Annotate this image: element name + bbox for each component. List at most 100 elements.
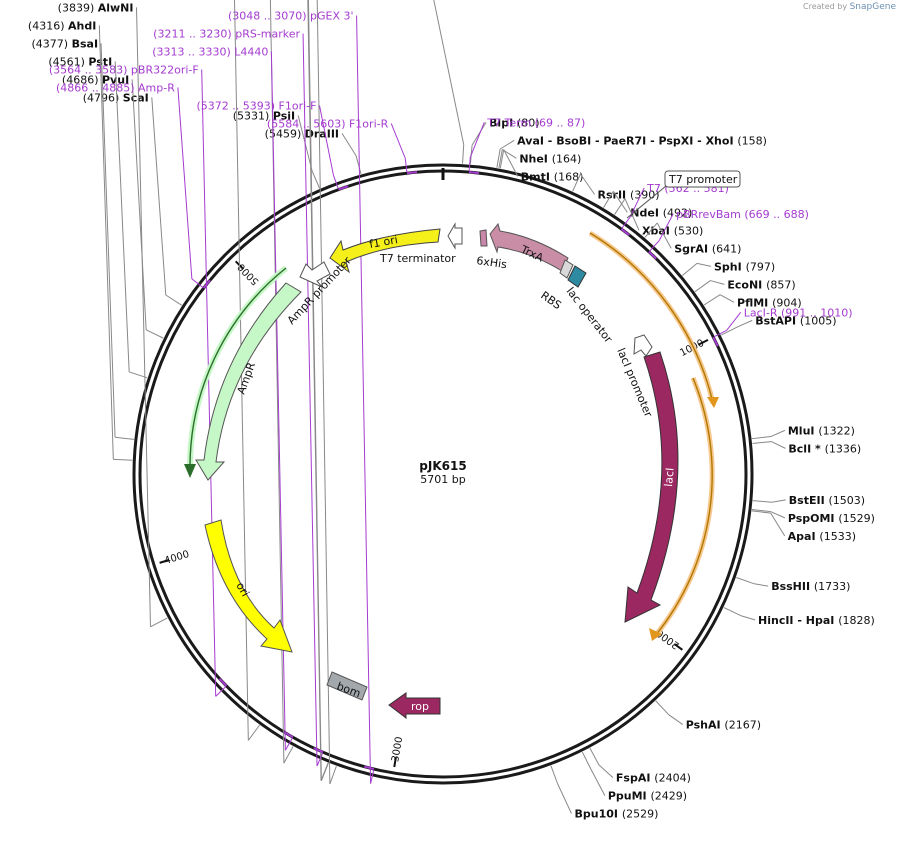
site-label-ppumi: PpuMI (2429) [608, 790, 687, 803]
site-rsrii[interactable]: RsrII (390) [572, 173, 660, 201]
site-label-econi: EcoNI (857) [727, 278, 795, 291]
tick-1000 [698, 338, 709, 346]
site-pvui[interactable]: (4686) PvuI [62, 73, 164, 339]
bom-box[interactable] [326, 671, 368, 701]
lac-operator-box[interactable] [567, 265, 587, 288]
laci-promoter-arrow[interactable] [633, 334, 653, 357]
site-bcli[interactable]: BclI * (1336) [752, 441, 861, 456]
site-apai[interactable]: ApaI (1533) [751, 510, 856, 543]
restriction-sites: BlpI (80)AvaI - BsoBI - PaeR7I - PspXI -… [28, 0, 875, 821]
bom-label: bom [335, 680, 362, 701]
site-label-avai: AvaI - BsoBI - PaeR7I - PspXI - XhoI (15… [517, 134, 767, 147]
lac-operator-label: lac operator [564, 285, 616, 346]
orange-arrowhead-1 [707, 397, 719, 408]
tick-3000 [393, 756, 397, 768]
site-pflfi[interactable]: (3168) PflFI - Tth111I [185, 0, 337, 785]
primer-prs[interactable]: (3211 .. 3230) pRS-marker [153, 27, 324, 767]
site-label-ndei: NdeI (492) [630, 206, 692, 219]
laci-r-orange-arc-inner [589, 232, 714, 404]
site-nhei[interactable]: NheI (164) [498, 148, 581, 169]
site-label-pshai: PshAI (2167) [686, 719, 761, 732]
ori-arrow[interactable] [204, 519, 293, 653]
rop-label: rop [411, 700, 429, 713]
site-bsshii[interactable]: BssHII (1733) [736, 577, 850, 593]
site-pspomi[interactable]: PspOMI (1529) [751, 508, 875, 525]
primer-label-amp-r: (4866 .. 4885) Amp-R [56, 81, 175, 94]
t7-terminator-arrow[interactable] [447, 222, 463, 250]
site-scai[interactable]: (4796) ScaI [83, 91, 183, 306]
site-label-apai: ApaI (1533) [788, 530, 856, 543]
t7-promoter-annotation[interactable]: T7 promoter [626, 170, 741, 219]
site-bsai[interactable]: (4377) BsaI [32, 37, 134, 440]
site-label-bstapi: BstAPI (1005) [755, 314, 836, 327]
primer-label-pgex3: (3048 .. 3070) pGEX 3' [228, 9, 354, 22]
primer-pbrrevbam[interactable]: pBRrevBam (669 .. 688) [648, 208, 809, 260]
laci-orange-arc-2-inner [654, 377, 713, 637]
laci-label: lacI [662, 467, 677, 487]
primer-label-f1ori-f: (5372 .. 5393) F1ori-F [196, 99, 316, 112]
site-blpi[interactable]: BlpI (80) [469, 116, 540, 165]
site-psii[interactable]: (5331) PsiI [233, 109, 321, 189]
snapgene-brand: SnapGene [849, 2, 896, 12]
site-label-mlui: MluI (1322) [788, 424, 855, 437]
rbs-box[interactable] [559, 259, 574, 279]
site-ppumi[interactable]: PpuMI (2429) [581, 751, 687, 803]
site-label-bmti: BmtI (168) [521, 170, 584, 183]
site-econi[interactable]: EcoNI (857) [694, 278, 796, 293]
site-label-scai: (4796) ScaI [83, 91, 149, 104]
site-hincii[interactable]: HincII - HpaI (1828) [723, 607, 875, 627]
primer-f1ori-f[interactable]: (5372 .. 5393) F1ori-F [196, 99, 349, 191]
f1-ori-arrow[interactable] [329, 228, 441, 274]
primer-pbr322ori[interactable]: (3564 .. 3583) pBR322ori-F [49, 63, 228, 697]
laci-arrow[interactable] [624, 351, 679, 623]
site-label-bsshii: BssHII (1733) [771, 580, 850, 593]
primer-t7term[interactable]: T7 Term (69 .. 87) [468, 116, 585, 175]
rop-arrow[interactable] [388, 692, 441, 720]
6xhis-box[interactable] [479, 229, 488, 247]
ori-label: ori [233, 580, 251, 599]
site-ahdi[interactable]: (4316) AhdI [28, 19, 133, 461]
ampr-arrow[interactable] [195, 282, 302, 481]
site-sphi[interactable]: SphI (797) [682, 260, 775, 276]
plasmid-name: pJK615 [419, 459, 466, 473]
primer-label-t7term: T7 Term (69 .. 87) [486, 116, 585, 129]
t7-promoter-label: T7 promoter [668, 173, 738, 186]
site-avai[interactable]: AvaI - BsoBI - PaeR7I - PspXI - XhoI (15… [496, 134, 767, 168]
primer-f1ori-r[interactable]: (5584 .. 5603) F1ori-R [267, 117, 418, 175]
site-bpu10i[interactable]: Bpu10I (2529) [550, 765, 658, 821]
rbs-label: RBS [538, 289, 563, 312]
site-alwni[interactable]: (3839) AlwNI [58, 1, 168, 628]
tick-label-4000: 4000 [163, 549, 191, 567]
ampr-promoter-arrow[interactable] [299, 261, 331, 288]
site-label-hincii: HincII - HpaI (1828) [758, 614, 875, 627]
site-label-fspai: FspAI (2404) [616, 772, 691, 785]
site-pflmi[interactable]: PflMI (904) [703, 294, 802, 310]
primer-laci-r[interactable]: LacI-R (991 .. 1010) [712, 306, 853, 347]
site-bmti[interactable]: BmtI (168) [499, 149, 584, 184]
site-draiii[interactable]: (5459) DraIII [265, 127, 362, 175]
primer-annotations: T7 Term (69 .. 87)T7 (562 .. 581)pBRrevB… [49, 9, 853, 784]
site-bsteii[interactable]: BstEII (1503) [752, 494, 865, 507]
site-label-ahdi: (4316) AhdI [28, 19, 96, 32]
backbone-outer-ring [132, 163, 754, 785]
site-label-bsteii: BstEII (1503) [789, 494, 865, 507]
primer-pgex3[interactable]: (3048 .. 3070) pGEX 3' [228, 9, 375, 784]
site-sgrai[interactable]: SgrAI (641) [644, 222, 742, 255]
site-mlui[interactable]: MluI (1322) [751, 424, 855, 440]
site-ndei[interactable]: NdeI (492) [603, 191, 692, 219]
site-label-bsai: (4377) BsaI [32, 37, 99, 50]
site-acci[interactable]: (3193) AccI [239, 0, 329, 781]
primer-amp-r[interactable]: (4866 .. 4885) Amp-R [56, 81, 211, 289]
site-bstapi[interactable]: BstAPI (1005) [721, 314, 836, 336]
plasmid-size: 5701 bp [420, 473, 465, 486]
tick-label-3000: 3000 [390, 736, 405, 763]
site-fspai[interactable]: FspAI (2404) [589, 747, 691, 785]
site-psti[interactable]: (4561) PstI [48, 55, 148, 379]
site-label-xbai: XbaI (530) [642, 224, 703, 237]
site-styi[interactable]: (57) StyI [359, 0, 465, 164]
site-label-nhei: NheI (164) [519, 152, 581, 165]
site-pshai[interactable]: PshAI (2167) [655, 700, 761, 732]
site-label-sphi: SphI (797) [714, 260, 775, 273]
